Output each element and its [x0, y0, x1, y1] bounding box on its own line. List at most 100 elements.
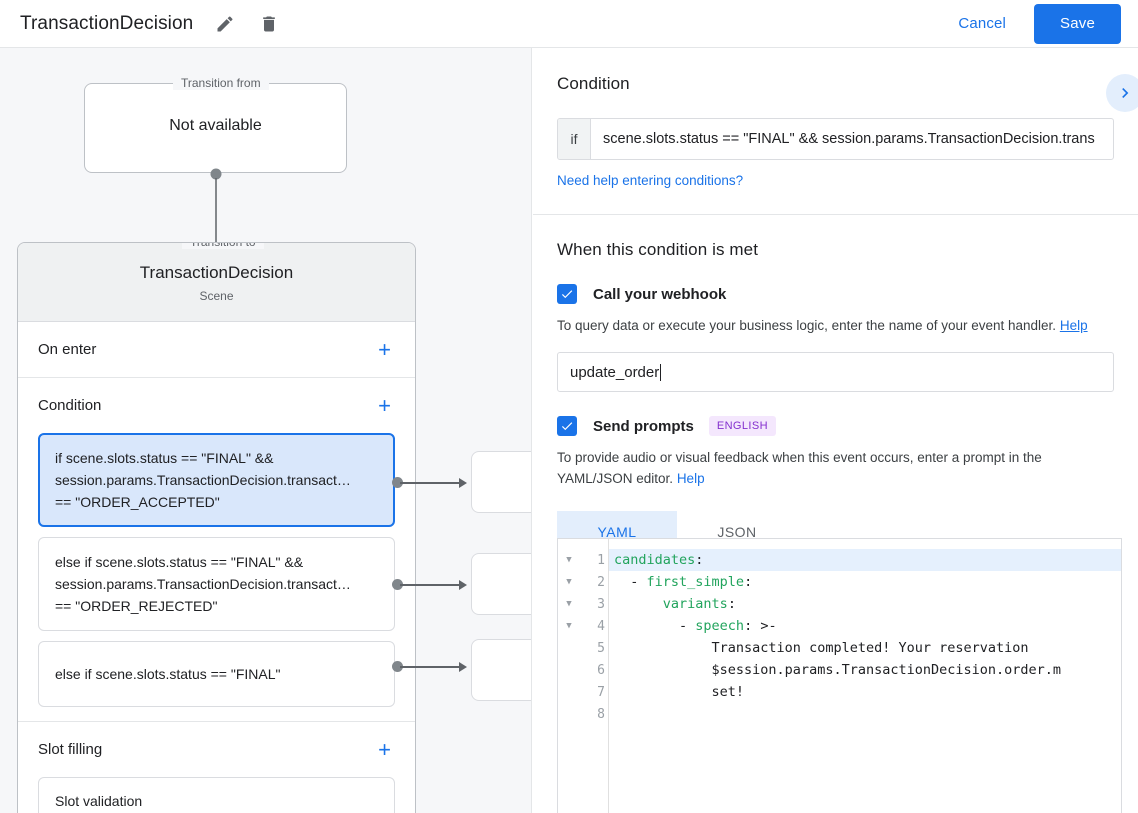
send-prompts-label: Send prompts: [593, 417, 694, 435]
webhook-help-link[interactable]: Help: [1059, 318, 1088, 333]
page-title: TransactionDecision: [20, 12, 194, 34]
prompts-help-link[interactable]: Help: [676, 471, 705, 486]
trash-icon-glyph: [263, 16, 276, 31]
editor-code-line[interactable]: Transaction completed! Your reservation: [609, 637, 1121, 659]
slot-filling-list: Slot validation: [38, 777, 395, 813]
condition-line-1: if scene.slots.status == "FINAL" &&: [55, 450, 274, 466]
call-webhook-row: Call your webhook: [557, 284, 1114, 304]
section-title-on-enter: On enter: [38, 341, 97, 358]
send-prompts-description-text: To provide audio or visual feedback when…: [557, 450, 1042, 486]
target-stub-box[interactable]: [471, 639, 531, 701]
code-token: :: [744, 574, 753, 590]
editor-line-number: 4: [597, 618, 605, 634]
editor-code-line[interactable]: - speech: >-: [609, 615, 1121, 637]
editor-code-line[interactable]: - first_simple:: [609, 571, 1121, 593]
editor-gutter-row: ▼4: [558, 615, 608, 637]
fold-arrow-icon[interactable]: ▼: [566, 599, 572, 609]
editor-gutter-row: 8: [558, 703, 608, 725]
transition-from-value: Not available: [169, 117, 262, 134]
editor-code-area[interactable]: candidates: - first_simple: variants: - …: [609, 539, 1121, 813]
send-prompts-description: To provide audio or visual feedback when…: [557, 447, 1113, 489]
section-title-slot-filling: Slot filling: [38, 741, 103, 758]
trash-icon[interactable]: [257, 12, 281, 36]
target-stub-box[interactable]: [471, 451, 531, 513]
section-title-condition: Condition: [38, 397, 102, 414]
fold-arrow-icon[interactable]: ▼: [566, 577, 572, 587]
condition-connector-arrowhead: [459, 478, 467, 488]
editor-line-number: 8: [597, 706, 605, 722]
tab-json[interactable]: JSON: [717, 524, 757, 540]
event-handler-input[interactable]: update_order: [557, 352, 1114, 392]
code-token: -: [614, 574, 647, 590]
editor-gutter-row: 7: [558, 681, 608, 703]
editor-code-line[interactable]: candidates:: [609, 549, 1121, 571]
condition-list-item[interactable]: else if scene.slots.status == "FINAL" &&…: [38, 537, 395, 631]
scene-graph-canvas[interactable]: Transition from Not available Transition…: [0, 48, 532, 813]
transition-from-card: Transition from Not available: [84, 76, 347, 173]
condition-list: if scene.slots.status == "FINAL" && sess…: [38, 433, 395, 721]
pencil-icon[interactable]: [213, 12, 237, 36]
condition-line-1: else if scene.slots.status == "FINAL" &&: [55, 554, 304, 570]
cancel-button[interactable]: Cancel: [944, 7, 1020, 40]
add-slot-filling-button[interactable]: +: [378, 736, 391, 762]
condition-line-3: == "ORDER_REJECTED": [55, 598, 218, 614]
checkmark-icon: [561, 290, 573, 299]
text-caret: [660, 363, 662, 381]
code-token: variants: [662, 596, 728, 612]
code-token: set!: [614, 684, 745, 700]
editor-code-line[interactable]: [609, 703, 1121, 725]
condition-editor-section: Condition if scene.slots.status == "FINA…: [533, 48, 1138, 215]
code-token: :: [727, 596, 736, 612]
when-condition-met-section: When this condition is met Call your web…: [533, 215, 1138, 553]
section-on-enter: On enter +: [18, 322, 415, 378]
call-webhook-label: Call your webhook: [593, 285, 727, 303]
call-webhook-checkbox[interactable]: [557, 284, 577, 304]
add-condition-button[interactable]: +: [378, 392, 391, 418]
call-webhook-description-text: To query data or execute your business l…: [557, 318, 1057, 333]
condition-line-2: session.params.TransactionDecision.trans…: [55, 472, 351, 488]
pencil-icon-glyph: [217, 15, 233, 31]
transition-to-legend: Transition to: [182, 243, 264, 249]
condition-list-item[interactable]: else if scene.slots.status == "FINAL": [38, 641, 395, 707]
code-token: $session.params.TransactionDecision.orde…: [614, 662, 1062, 678]
condition-connector-arrowhead: [459, 662, 467, 672]
condition-expression-field[interactable]: if scene.slots.status == "FINAL" && sess…: [557, 118, 1114, 160]
code-token: first_simple: [646, 574, 745, 590]
condition-line-1: else if scene.slots.status == "FINAL": [55, 666, 281, 682]
app-topbar: TransactionDecision Cancel Save: [0, 0, 1138, 48]
section-header-slot-filling: Slot filling +: [38, 722, 395, 777]
scene-card-header[interactable]: TransactionDecision Scene: [18, 243, 415, 322]
scene-type-label: Scene: [199, 289, 234, 303]
condition-connector-line: [400, 666, 464, 668]
editor-line-number: 1: [597, 552, 605, 568]
fold-arrow-icon[interactable]: ▼: [566, 621, 572, 631]
editor-line-number: 3: [597, 596, 605, 612]
editor-code-line[interactable]: variants:: [609, 593, 1121, 615]
editor-line-number: 5: [597, 640, 605, 656]
condition-help-link[interactable]: Need help entering conditions?: [557, 173, 744, 188]
save-button[interactable]: Save: [1034, 3, 1121, 44]
fold-arrow-icon[interactable]: ▼: [566, 555, 572, 565]
editor-gutter-row: ▼3: [558, 593, 608, 615]
code-token: : >-: [744, 618, 777, 634]
expand-panel-button[interactable]: [1106, 74, 1138, 112]
editor-code-line[interactable]: $session.params.TransactionDecision.orde…: [609, 659, 1121, 681]
editor-gutter-row: 5: [558, 637, 608, 659]
condition-connector-line: [400, 584, 464, 586]
code-token: candidates: [614, 552, 696, 568]
chevron-right-icon: [1122, 88, 1129, 98]
send-prompts-checkbox[interactable]: [557, 416, 577, 436]
add-on-enter-button[interactable]: +: [378, 336, 391, 362]
section-slot-filling: Slot filling + Slot validation: [18, 722, 415, 813]
editor-gutter-row: ▼2: [558, 571, 608, 593]
target-stub-box[interactable]: [471, 553, 531, 615]
condition-line-3: == "ORDER_ACCEPTED": [55, 494, 220, 510]
editor-gutter-row: ▼1: [558, 549, 608, 571]
slot-validation-item[interactable]: Slot validation: [38, 777, 395, 813]
editor-code-line[interactable]: set!: [609, 681, 1121, 703]
scene-card: Transition to TransactionDecision Scene …: [17, 242, 416, 813]
condition-expression-input[interactable]: scene.slots.status == "FINAL" && session…: [603, 131, 1095, 147]
condition-list-item[interactable]: if scene.slots.status == "FINAL" && sess…: [38, 433, 395, 527]
